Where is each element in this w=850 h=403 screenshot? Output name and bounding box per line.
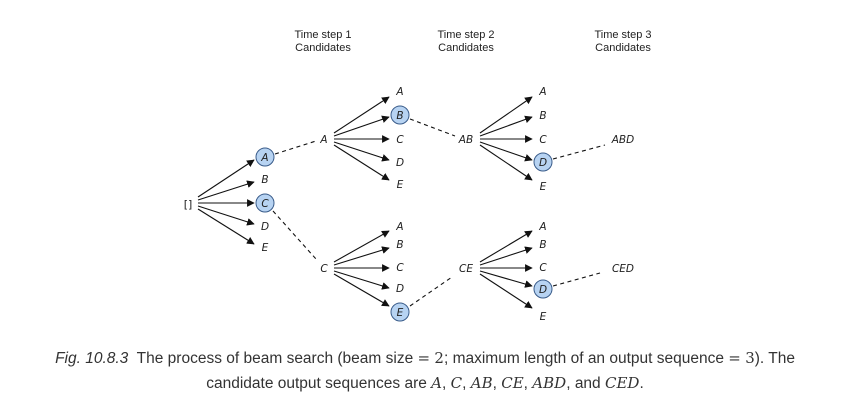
step3-prefix-AB: AB <box>458 134 473 146</box>
dashed-link-C <box>272 210 317 260</box>
step2-top-edges <box>333 96 390 181</box>
header-step1-line1: Time step 1 <box>294 29 351 41</box>
step2-bottom-edges <box>333 230 390 307</box>
dashed-link-ABD <box>552 144 606 160</box>
edge-root-E <box>197 208 255 245</box>
step3-top-label-E: E <box>540 181 547 193</box>
caption-line-1: Fig. 10.8.3 The process of beam search (… <box>0 346 850 371</box>
step3-top-edges <box>479 96 533 181</box>
edge-C-B <box>333 246 390 266</box>
step3-bottom-label-E: E <box>540 311 547 323</box>
step3-prefix-CE: CE <box>459 263 473 275</box>
step1-label-B: B <box>261 174 268 186</box>
edge-CE-D <box>479 270 533 288</box>
figure-label: Fig. 10.8.3 <box>55 350 129 367</box>
edge-AB-D <box>479 141 533 162</box>
dashed-link-A <box>274 140 317 155</box>
header-step2-line1: Time step 2 <box>437 29 494 41</box>
step1-edges <box>197 159 255 245</box>
step2-bottom-label-B: B <box>396 239 403 251</box>
dashed-link-CE <box>409 276 453 307</box>
node-step1-A-selected <box>255 147 275 167</box>
node-step1-C-selected <box>255 193 275 213</box>
step2-top-label-D: D <box>396 157 404 169</box>
step3-bottom-label-B: B <box>539 239 546 251</box>
caption-text-2a: candidate output sequences are <box>206 375 427 392</box>
edge-C-E <box>333 273 390 307</box>
step3-bottom-edges <box>479 230 533 309</box>
edge-AB-A <box>479 96 533 134</box>
dashed-link-CED <box>552 272 601 287</box>
caption-text-1c: ). The <box>754 350 795 367</box>
edge-A-B <box>333 115 390 137</box>
step2-bottom-label-A: A <box>395 221 403 233</box>
edge-root-D <box>197 205 255 226</box>
figure-caption: Fig. 10.8.3 The process of beam search (… <box>0 346 850 396</box>
node-step2-B-selected <box>390 105 410 125</box>
caption-seq-A: A <box>431 374 443 392</box>
node-step2-E-selected <box>390 302 410 322</box>
step2-bottom-label-E: E <box>397 307 404 319</box>
step3-bottom-label-C: C <box>539 262 547 274</box>
caption-seq-CED: CED <box>605 374 640 392</box>
step3-top-label-D: D <box>539 157 547 169</box>
caption-beam-size: 2 <box>434 349 444 367</box>
step3-top-label-A: A <box>538 86 546 98</box>
node-step3-top-D-selected <box>533 152 553 172</box>
edge-AB-E <box>479 144 533 181</box>
root-node-label: [] <box>184 198 193 211</box>
edge-A-E <box>333 144 390 181</box>
step1-label-D: D <box>261 221 269 233</box>
caption-eq-1: = <box>417 349 431 367</box>
edge-CE-A <box>479 230 533 263</box>
step2-top-label-A: A <box>395 86 403 98</box>
step3-top-label-C: C <box>539 134 547 146</box>
edge-root-B <box>197 180 255 201</box>
step2-bottom-label-D: D <box>396 283 404 295</box>
step2-prefix-C: C <box>320 263 328 275</box>
step3-bottom-label-A: A <box>538 221 546 233</box>
caption-eq-2: = <box>728 349 741 367</box>
caption-seq-AB: AB <box>470 374 493 392</box>
final-sequence-ABD: ABD <box>611 134 634 146</box>
step2-bottom-label-C: C <box>396 262 404 274</box>
header-step3-line2: Candidates <box>595 42 651 54</box>
caption-seq-C: C <box>450 374 463 392</box>
step3-top-label-B: B <box>539 110 546 122</box>
step2-top-label-E: E <box>397 179 404 191</box>
caption-seq-ABD: ABD <box>532 374 567 392</box>
beam-search-diagram: Time step 1 Candidates Time step 2 Candi… <box>184 29 652 323</box>
step1-label-E: E <box>262 242 269 254</box>
step3-bottom-label-D: D <box>539 284 547 296</box>
step1-label-A: A <box>260 152 268 164</box>
edge-CE-E <box>479 273 533 309</box>
caption-line-2: candidate output sequences are A, C, AB,… <box>206 374 644 392</box>
edge-A-D <box>333 141 390 162</box>
edge-CE-B <box>479 246 533 266</box>
edge-C-D <box>333 270 390 290</box>
header-step3-line1: Time step 3 <box>594 29 651 41</box>
header-step2-line2: Candidates <box>438 42 494 54</box>
caption-end: . <box>639 375 644 392</box>
caption-and: and <box>574 375 601 392</box>
edge-AB-B <box>479 115 533 137</box>
edge-C-A <box>333 230 390 263</box>
node-step3-bottom-D-selected <box>533 279 553 299</box>
dashed-link-AB <box>409 118 456 137</box>
final-sequence-CED: CED <box>612 263 634 275</box>
caption-max-len: 3 <box>745 349 755 367</box>
caption-seq-CE: CE <box>501 374 524 392</box>
step1-label-C: C <box>261 198 269 210</box>
header-step1-line2: Candidates <box>295 42 351 54</box>
edge-root-A <box>197 159 255 198</box>
caption-text-1a: The process of beam search (beam size <box>136 350 414 367</box>
step2-top-label-B: B <box>396 110 403 122</box>
caption-text-1b: ; maximum length of an output sequence <box>443 350 724 367</box>
step2-top-label-C: C <box>396 134 404 146</box>
step2-prefix-A: A <box>319 134 327 146</box>
edge-A-A <box>333 96 390 134</box>
